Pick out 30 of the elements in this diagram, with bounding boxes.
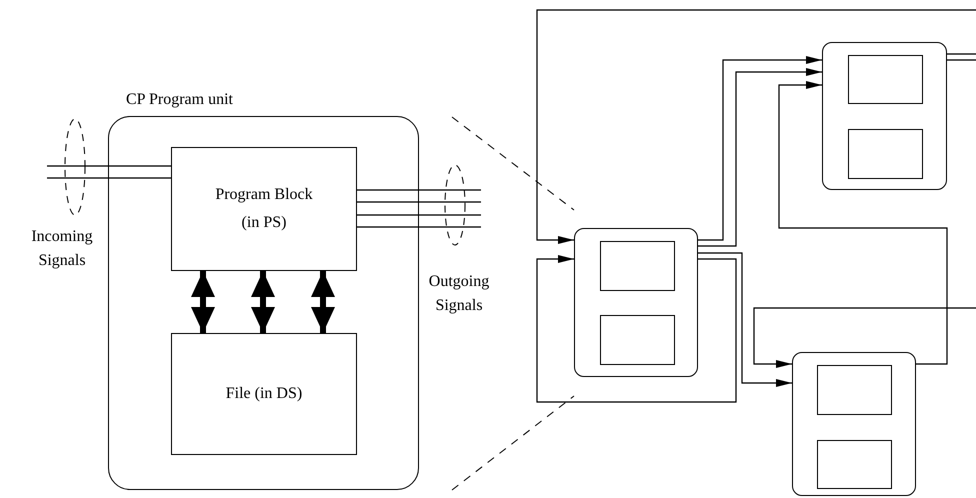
- signal-line: [947, 59, 976, 61]
- signal-line: [357, 214, 481, 216]
- inner-box: [817, 440, 892, 489]
- arrow: [536, 255, 737, 403]
- unit-box: [822, 42, 947, 190]
- unit-box: [792, 352, 916, 496]
- signal-line: [357, 201, 481, 203]
- signal-line: [47, 177, 171, 179]
- block-box: File (in DS): [171, 333, 357, 455]
- arrow: [251, 271, 275, 333]
- inner-box: [848, 129, 923, 179]
- signal-line: [357, 189, 481, 191]
- arrow: [698, 252, 792, 387]
- inner-box: [600, 241, 675, 291]
- unit-title: CP Program unit: [126, 90, 233, 110]
- signal-label: Incoming Signals: [30, 227, 94, 271]
- arrow: [191, 271, 215, 333]
- arrow: [753, 307, 976, 368]
- unit-box: [574, 228, 698, 377]
- signal-label: Outgoing Signals: [428, 272, 490, 316]
- signal-line: [357, 226, 481, 228]
- signal-line: [947, 53, 976, 55]
- arrow: [778, 81, 948, 365]
- signal-line: [47, 165, 171, 167]
- inner-box: [600, 315, 675, 365]
- block-box: Program Block (in PS): [171, 147, 357, 271]
- arrow: [536, 9, 976, 244]
- arrow: [311, 271, 335, 333]
- inner-box: [848, 55, 923, 104]
- inner-box: [817, 365, 892, 415]
